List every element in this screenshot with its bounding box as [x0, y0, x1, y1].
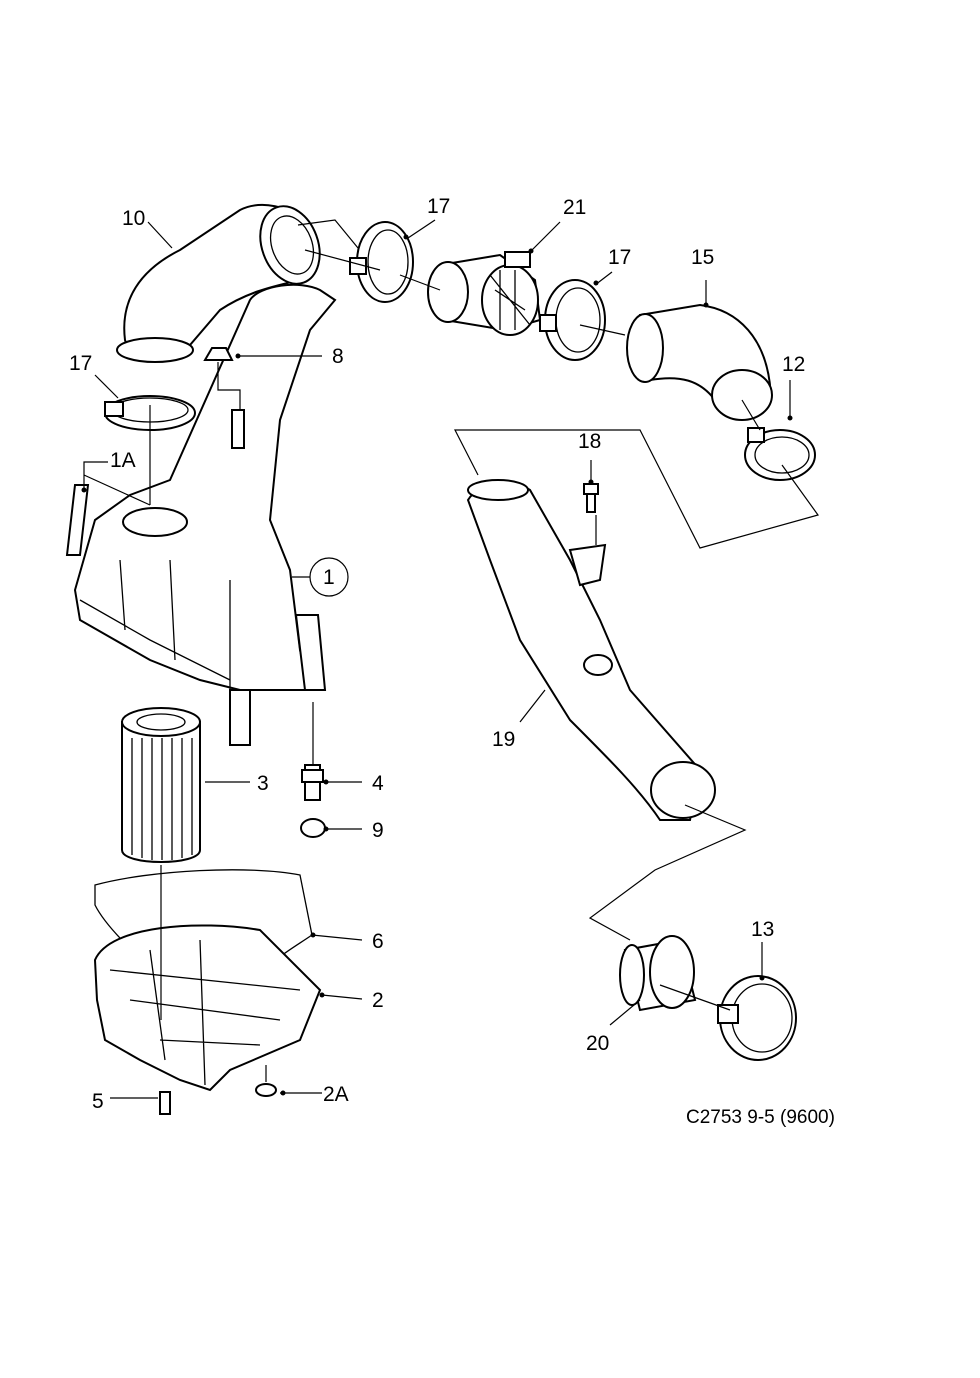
- part-9-plug[interactable]: [300, 818, 326, 838]
- part-12-hose-clamp[interactable]: [744, 427, 816, 481]
- callout-9: 9: [372, 819, 384, 842]
- callout-5: 5: [92, 1090, 104, 1113]
- callout-4: 4: [372, 772, 384, 795]
- callout-2A: 2A: [323, 1083, 349, 1106]
- callout-10: 10: [122, 207, 145, 230]
- diagram-caption: C2753 9-5 (9600): [686, 1107, 835, 1128]
- part-10-intake-elbow[interactable]: [116, 198, 330, 363]
- part-3-air-filter[interactable]: [121, 707, 201, 863]
- callout-12: 12: [782, 353, 805, 376]
- callout-17: 17: [608, 246, 631, 269]
- part-18-bolt[interactable]: [583, 483, 599, 513]
- callout-17: 17: [427, 195, 450, 218]
- callout-1: 1: [323, 566, 335, 589]
- callout-3: 3: [257, 772, 269, 795]
- part-20-sleeve[interactable]: [619, 935, 697, 1012]
- part-15-hose[interactable]: [626, 303, 773, 421]
- part-1A-hose[interactable]: [65, 484, 90, 556]
- callout-labels: 10 17 21 17 15 8 12 17 1A 18 1 19 3 4 9 …: [69, 195, 835, 1128]
- callout-2: 2: [372, 989, 384, 1012]
- part-17-hose-clamp-upper[interactable]: [349, 221, 414, 303]
- part-2-lower-housing[interactable]: [93, 924, 322, 1092]
- leader-lines: [81, 219, 819, 1099]
- part-19-intake-pipe[interactable]: [466, 479, 716, 821]
- part-2A-washer[interactable]: [255, 1083, 277, 1097]
- part-8-grommet[interactable]: [203, 347, 245, 449]
- callout-13: 13: [751, 918, 774, 941]
- callout-21: 21: [563, 196, 586, 219]
- callout-15: 15: [691, 246, 714, 269]
- part-17-hose-clamp-right[interactable]: [539, 279, 606, 361]
- part-21-air-mass-meter[interactable]: [427, 251, 542, 336]
- part-13-hose-clamp[interactable]: [717, 975, 797, 1061]
- callout-20: 20: [586, 1032, 609, 1055]
- callout-6: 6: [372, 930, 384, 953]
- callout-8: 8: [332, 345, 344, 368]
- callout-1A: 1A: [110, 449, 136, 472]
- callout-18: 18: [578, 430, 601, 453]
- part-5-screw[interactable]: [159, 1091, 171, 1115]
- part-1-air-cleaner-housing[interactable]: [73, 283, 337, 746]
- part-4-nipple[interactable]: [301, 764, 324, 801]
- callout-17: 17: [69, 352, 92, 375]
- callout-19: 19: [492, 728, 515, 751]
